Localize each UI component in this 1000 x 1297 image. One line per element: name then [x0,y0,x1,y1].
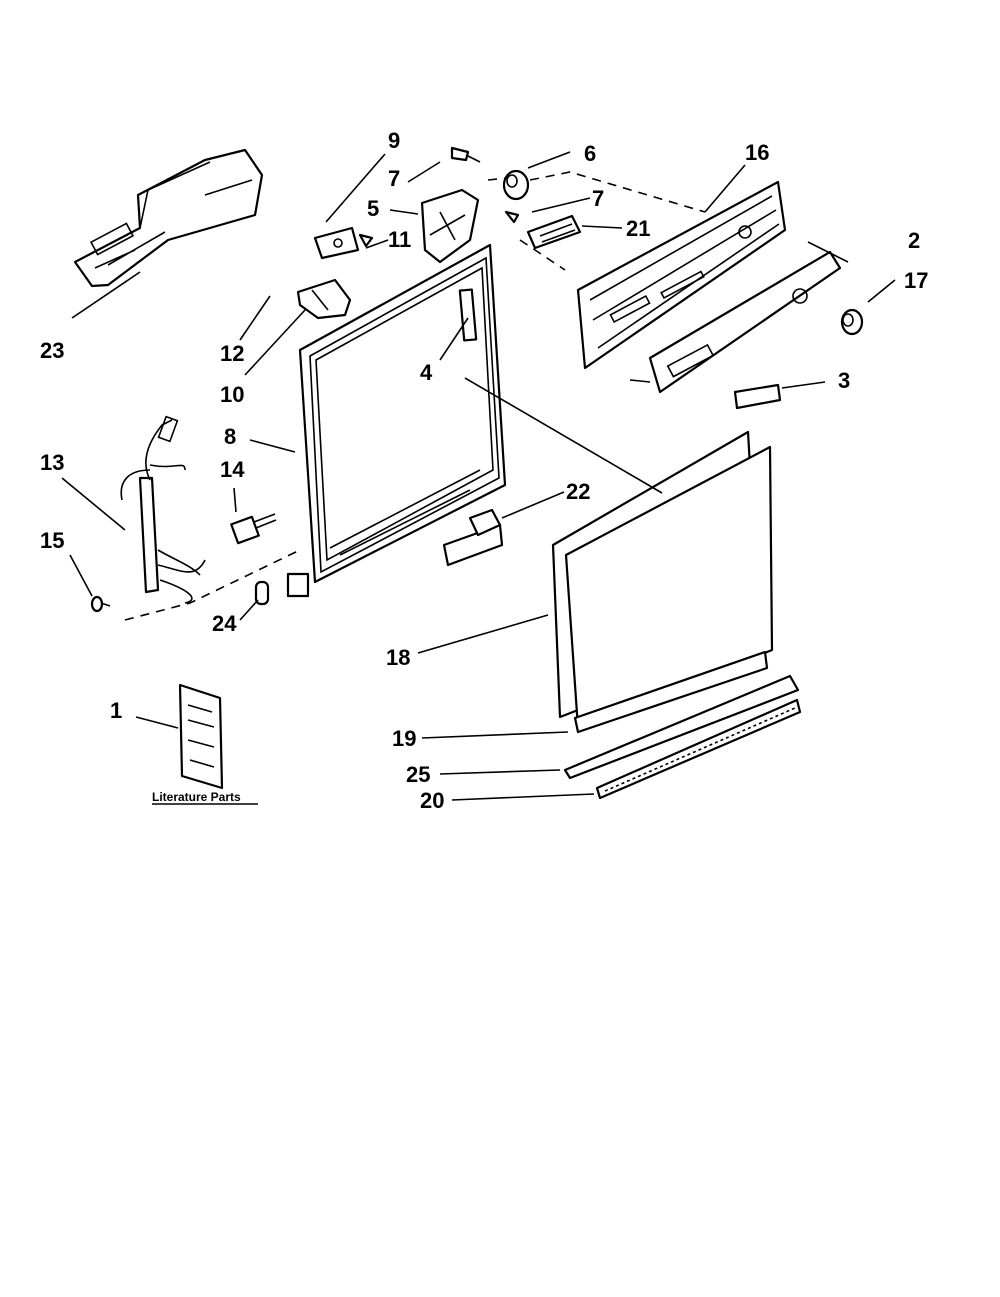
callout-5: 5 [367,196,379,221]
callout-14: 14 [220,457,245,482]
callout-8: 8 [224,424,236,449]
callout-12: 12 [220,341,244,366]
part-18-door-panels [551,430,774,730]
callout-18: 18 [386,645,410,670]
part-24-bumper [254,580,270,606]
callout-9: 9 [388,128,400,153]
part-25-bottom-trim [563,674,800,780]
callout-22: 22 [566,479,590,504]
part-22-door-clip [442,508,504,567]
part-17-knob [840,308,864,336]
callout-24: 24 [212,611,237,636]
callout-11: 11 [388,227,411,252]
callout-10: 10 [220,382,244,407]
part-10-hinge [296,278,352,320]
part-21-switch-block [526,214,582,250]
part-5-latch-assembly [420,188,480,264]
callout-2: 2 [908,228,920,253]
callout-15: 15 [40,528,64,553]
callout-19: 19 [392,726,416,751]
callout-1: 1 [110,698,122,723]
part-7-screw-upper [450,146,481,163]
part-7-screw-lower [504,210,520,224]
callout-labels: 23 9 7 5 6 16 7 21 11 12 10 4 8 2 17 3 1… [40,128,928,813]
callout-7-lower: 7 [592,186,604,211]
callout-23: 23 [40,338,64,363]
part-23-duct-assembly [73,148,264,288]
callout-16: 16 [745,140,769,165]
part-6-knob [502,169,530,201]
part-2-panel-face [629,250,842,394]
callout-25: 25 [406,762,430,787]
part-3-label [733,383,782,410]
part-1-literature [178,683,224,790]
callout-3: 3 [838,368,850,393]
part-4-latch-strip [458,288,478,342]
callout-4: 4 [420,360,433,385]
callout-13: 13 [40,450,64,475]
part-19-trim-strip [573,650,769,734]
part-11-screw [358,233,374,248]
part-15-screw [90,595,111,613]
callout-7-upper: 7 [388,166,400,191]
callout-6: 6 [584,141,596,166]
part-14-switch [230,513,277,545]
callout-21: 21 [626,216,650,241]
callout-20: 20 [420,788,444,813]
part-8-inner-door-frame [286,243,507,598]
part-9-bracket [313,226,360,260]
literature-parts-caption: Literature Parts [152,790,241,804]
part-13-wire-harness [120,415,206,604]
callout-17: 17 [904,268,928,293]
leader-lines [61,151,896,801]
part-20-kick-plate [595,698,802,800]
part-16-control-panel [576,180,787,370]
